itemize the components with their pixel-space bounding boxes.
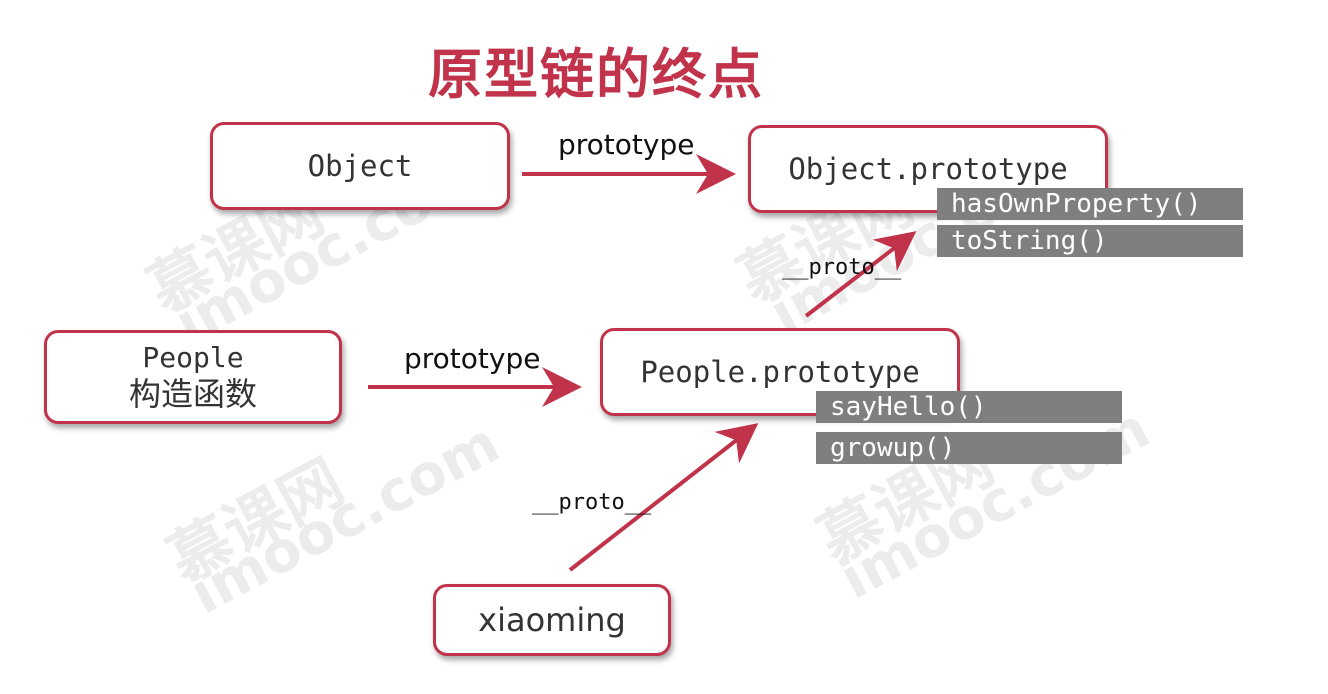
node-people-prototype-label: People.prototype — [640, 355, 920, 389]
method-to-string: toString() — [937, 225, 1243, 257]
edge-label-xiaoming-proto: __proto__ — [532, 490, 652, 515]
method-say-hello: sayHello() — [816, 391, 1122, 423]
node-people-subtitle: 构造函数 — [128, 375, 257, 413]
node-object: Object — [210, 122, 510, 210]
diagram-title: 原型链的终点 — [428, 43, 764, 106]
node-object-prototype-label: Object.prototype — [788, 152, 1068, 186]
arrow-xiaoming-to-people-prototype — [568, 423, 759, 572]
node-xiaoming-label: xiaoming — [478, 601, 626, 639]
method-has-own-property: hasOwnProperty() — [937, 188, 1243, 220]
edge-label-people-prototype: prototype — [404, 342, 541, 375]
node-object-label: Object — [307, 149, 413, 183]
edge-label-people-proto: __proto__ — [782, 255, 902, 280]
node-people-prototype: People.prototype — [600, 328, 960, 416]
node-xiaoming: xiaoming — [433, 584, 671, 656]
method-growup: growup() — [816, 432, 1122, 464]
node-people: People 构造函数 — [44, 330, 342, 424]
arrow-people-prototype-to-object-prototype — [804, 231, 917, 318]
node-people-name: People — [142, 341, 244, 374]
edge-label-object-prototype: prototype — [558, 128, 695, 161]
